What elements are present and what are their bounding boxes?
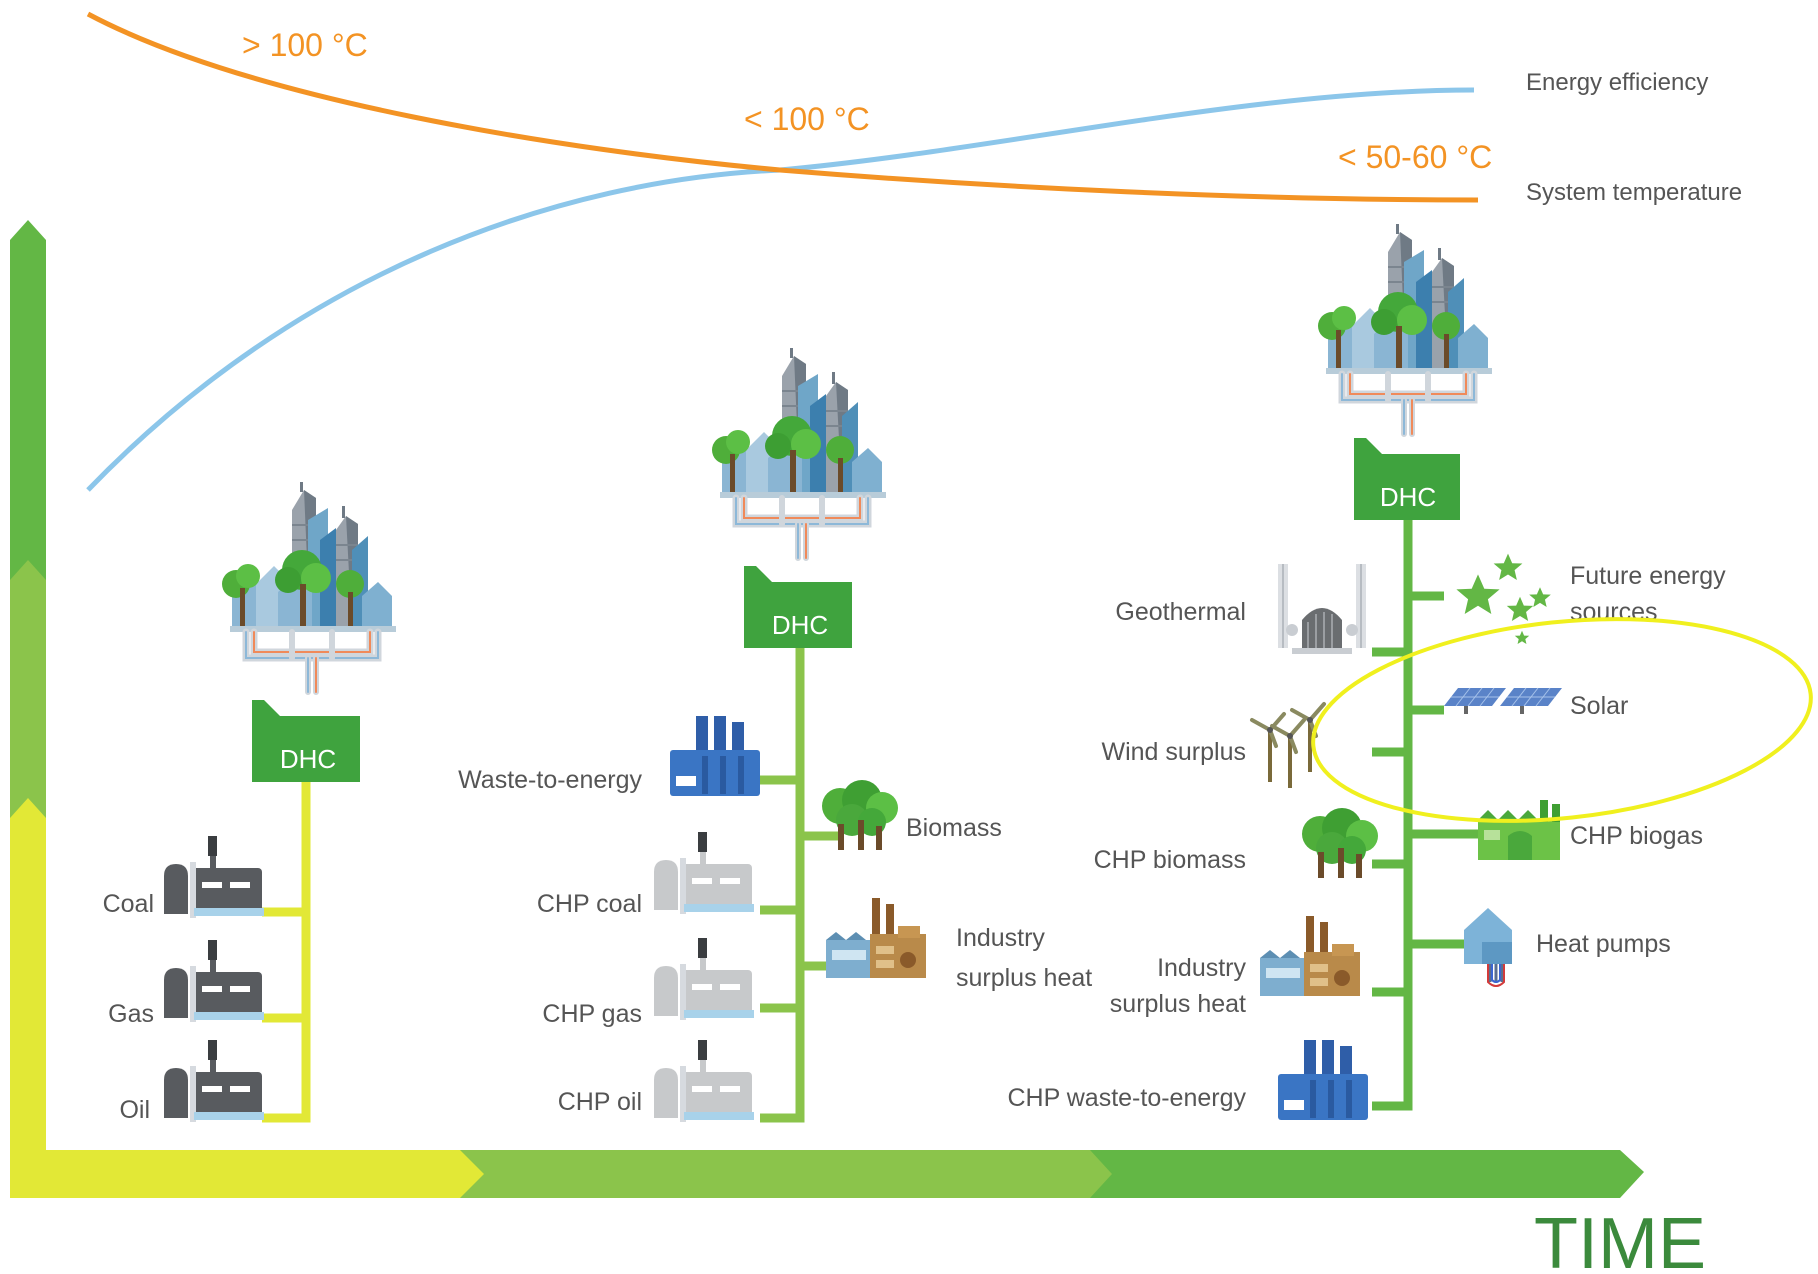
stage-2: DHC Waste-to-energy CHP coal CHP gas CHP… xyxy=(458,348,1092,1123)
industry-label-line1: Industry xyxy=(1157,954,1246,982)
dhc-label: DHC xyxy=(280,744,336,774)
system-temperature-curve xyxy=(86,11,1479,203)
trees-icon xyxy=(1302,808,1378,878)
industry-factory-icon xyxy=(1260,916,1360,996)
source-label: CHP coal xyxy=(537,890,642,918)
dhc-label: DHC xyxy=(772,610,828,640)
dhc-building-icon: DHC xyxy=(744,566,852,648)
industry-label-line1: Industry xyxy=(956,924,1045,952)
heat-pump-icon xyxy=(1462,906,1514,988)
source-label: Heat pumps xyxy=(1536,930,1671,958)
fossil-plant-icon xyxy=(654,938,754,1020)
waste-to-energy-plant-icon xyxy=(1278,1040,1368,1120)
time-horizontal-arrow xyxy=(10,1150,1644,1198)
dhc-label: DHC xyxy=(1380,482,1436,512)
waste-to-energy-plant-icon xyxy=(670,716,760,796)
source-label: CHP biomass xyxy=(1094,846,1246,874)
stage-3: DHC xyxy=(1007,224,1813,1120)
temp-annotation-3: < 50-60 °C xyxy=(1338,139,1492,175)
source-label: Coal xyxy=(103,890,154,918)
geothermal-plant-icon xyxy=(1277,563,1367,655)
source-label: Oil xyxy=(119,1096,150,1124)
source-label: Geothermal xyxy=(1115,598,1246,626)
fossil-plant-icon xyxy=(164,1040,264,1122)
future-label-line1: Future energy xyxy=(1570,562,1726,590)
industry-factory-icon xyxy=(826,898,926,978)
industry-label-line2: surplus heat xyxy=(956,964,1092,992)
city-icon xyxy=(1318,224,1492,434)
time-label: TIME xyxy=(1534,1204,1706,1274)
city-icon xyxy=(222,482,396,692)
dhc-building-icon: DHC xyxy=(1354,438,1460,520)
fossil-plant-icon xyxy=(164,836,264,918)
source-label: Wind surplus xyxy=(1102,738,1247,766)
trend-curves: > 100 °C < 100 °C < 50-60 °C Energy effi… xyxy=(86,11,1742,492)
source-label: CHP waste-to-energy xyxy=(1007,1084,1246,1112)
industry-label-line2: surplus heat xyxy=(1110,990,1246,1018)
source-label: CHP gas xyxy=(542,1000,642,1028)
source-label: Solar xyxy=(1570,692,1628,720)
biogas-plant-icon xyxy=(1478,800,1560,860)
stage-1: DHC Coal Gas Oil xyxy=(103,482,396,1124)
temp-annotation-1: > 100 °C xyxy=(242,27,368,63)
time-progress-vertical-arrow xyxy=(10,220,46,1150)
source-label: CHP biogas xyxy=(1570,822,1703,850)
dhc-building-icon: DHC xyxy=(252,700,360,782)
source-label: Biomass xyxy=(906,814,1002,842)
source-label: Gas xyxy=(108,1000,154,1028)
source-label: Waste-to-energy xyxy=(458,766,642,794)
fossil-plant-icon xyxy=(164,940,264,1022)
system-temperature-label: System temperature xyxy=(1526,179,1742,206)
city-icon xyxy=(712,348,886,558)
fossil-plant-icon xyxy=(654,832,754,914)
source-label: CHP oil xyxy=(558,1088,642,1116)
temp-annotation-2: < 100 °C xyxy=(744,101,870,137)
solar-panel-icon xyxy=(1443,687,1563,715)
highlight-ellipse xyxy=(1311,617,1813,823)
energy-efficiency-label: Energy efficiency xyxy=(1526,69,1708,96)
fossil-plant-icon xyxy=(654,1040,754,1122)
